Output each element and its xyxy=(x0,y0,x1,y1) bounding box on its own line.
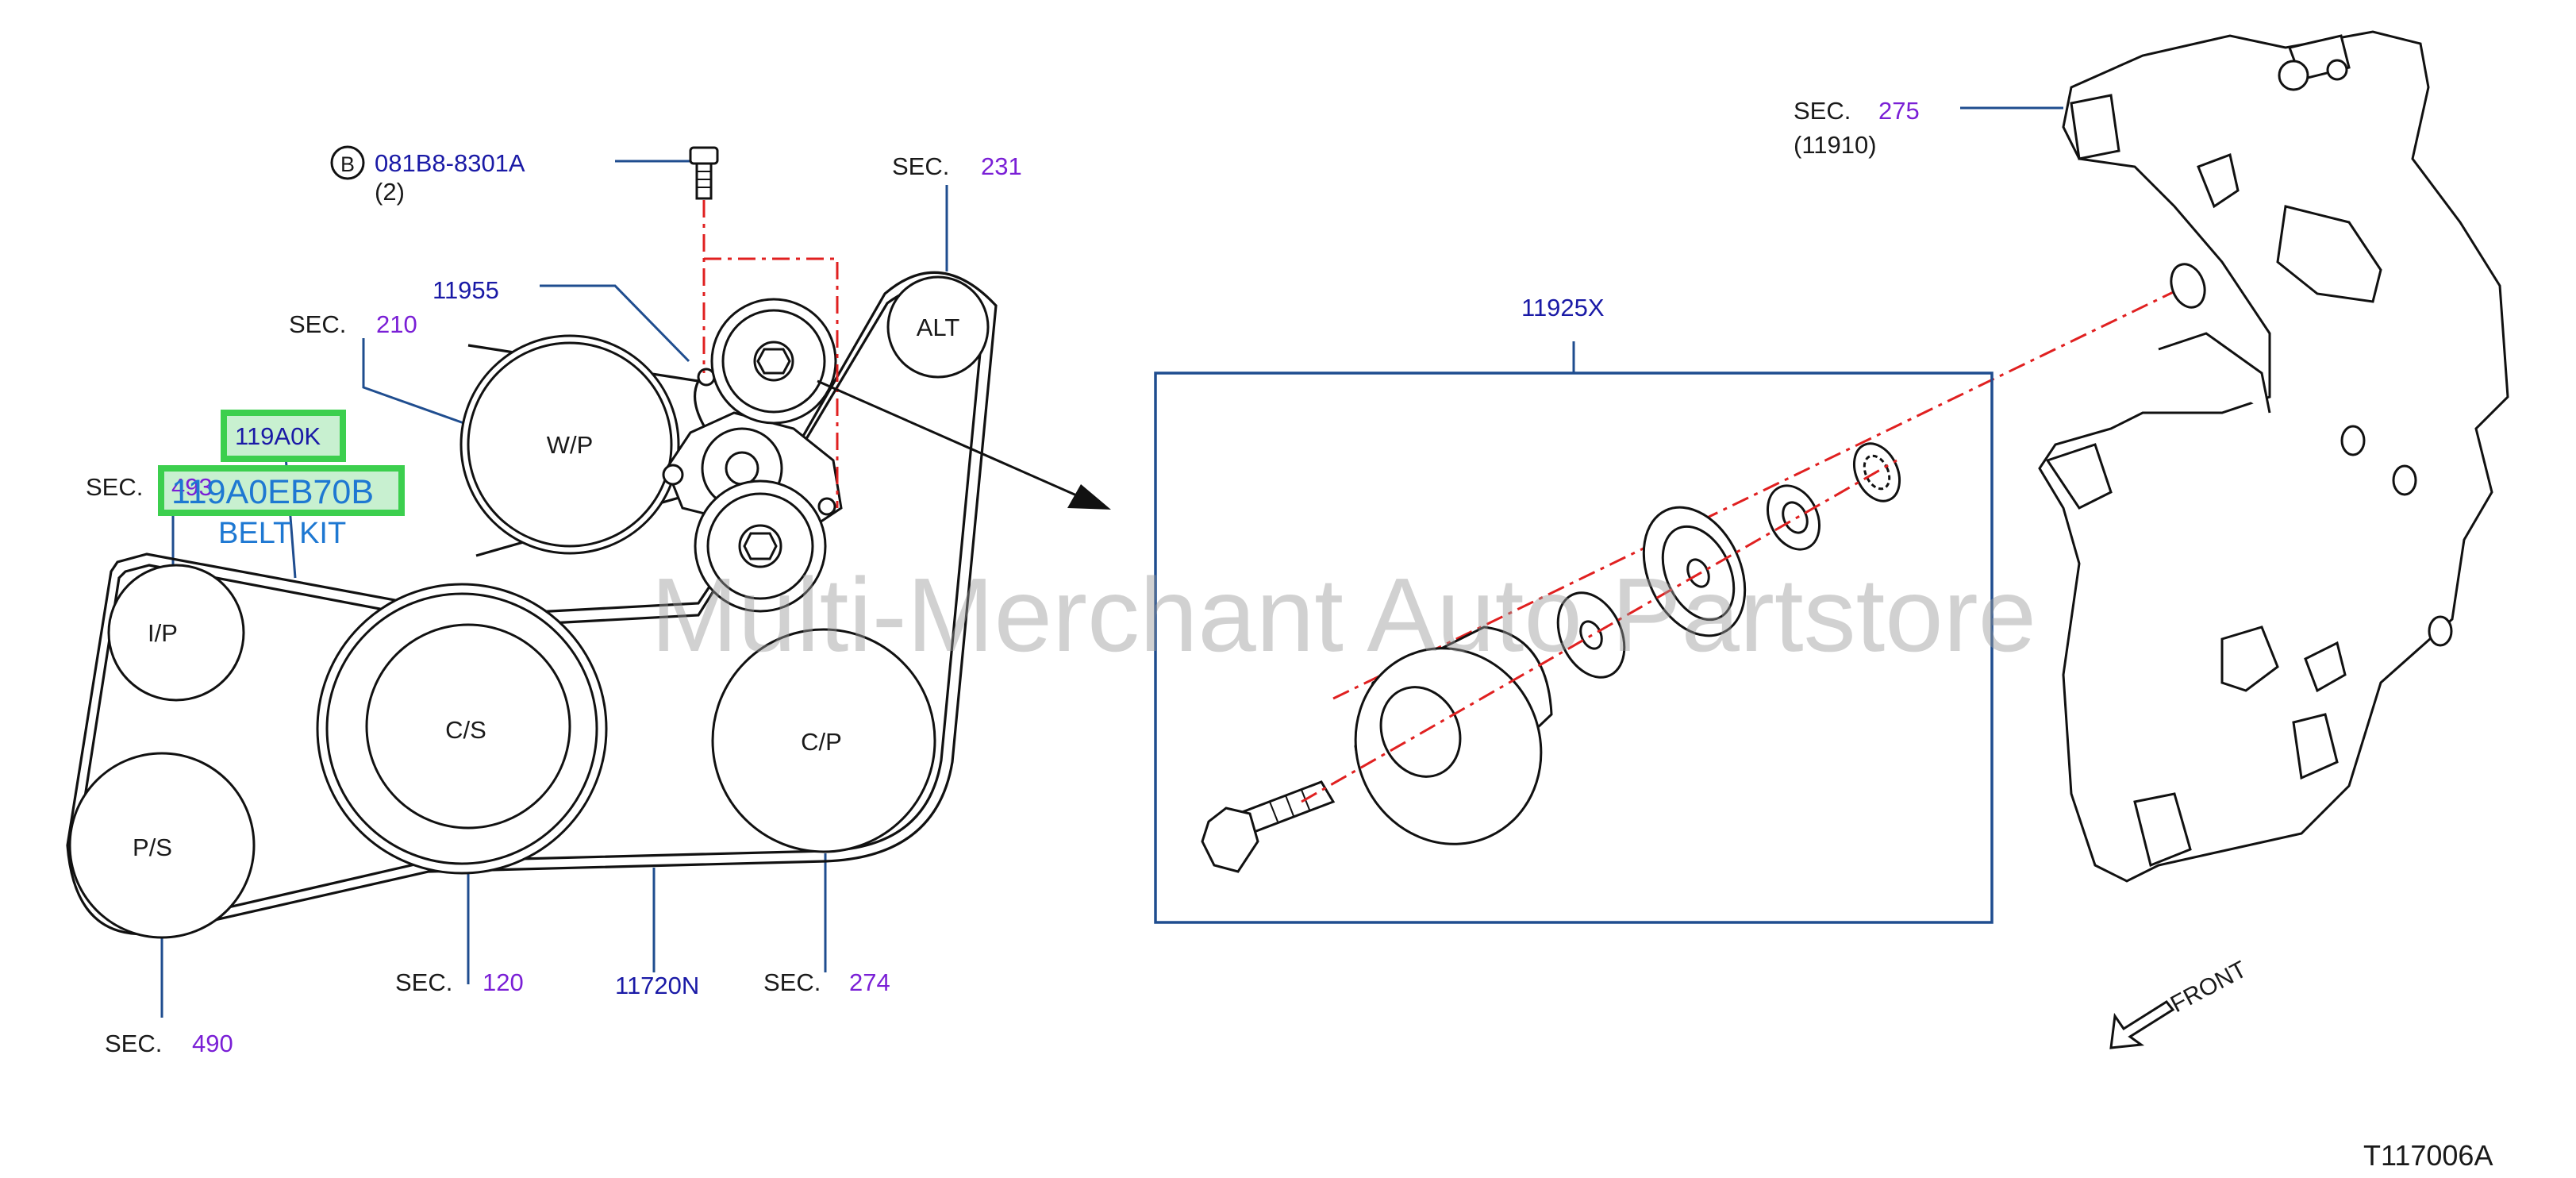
pulley-label-cp: C/P xyxy=(801,728,842,756)
labels: B 081B8-8301A (2) 11955 SEC. 231 SEC. 21… xyxy=(86,97,2493,1172)
section-link-120[interactable]: 120 xyxy=(483,968,524,996)
idler-pulley-large xyxy=(1354,626,1553,845)
pulley-label-ip: I/P xyxy=(148,619,178,647)
pulley-label-alt: ALT xyxy=(917,314,960,341)
tensioner-pulley-upper xyxy=(710,298,837,425)
section-link-275[interactable]: 275 xyxy=(1878,97,1920,125)
highlight-boxes xyxy=(158,410,405,516)
sec-label-cs: SEC. xyxy=(395,968,452,996)
pulley-compressor: C/P xyxy=(711,628,936,853)
part-link-119a0k[interactable]: 119A0K xyxy=(235,422,321,450)
fastener-badge-circle xyxy=(330,145,365,180)
pulley-idler: I/P xyxy=(107,564,245,702)
sec-label-bracket: SEC. xyxy=(1794,97,1851,125)
part-link-11955[interactable]: 11955 xyxy=(433,276,499,304)
fastener-bolt xyxy=(689,146,719,200)
spacer-pulley xyxy=(1642,506,1747,637)
part-link-11720n[interactable]: 11720N xyxy=(615,972,699,999)
part-link-119a0eb70b[interactable]: 119A0EB70B xyxy=(171,473,374,511)
pulley-label-cs: C/S xyxy=(445,716,486,744)
pulley-label-wp: W/P xyxy=(547,431,594,459)
guide-lines xyxy=(702,200,2187,700)
pulley-crankshaft: C/S xyxy=(316,583,608,875)
sec-label-ip: SEC. xyxy=(86,473,143,501)
pulley-label-ps: P/S xyxy=(133,833,172,861)
watermark: Multi-Merchant Auto Partstore xyxy=(651,556,2036,673)
detail-box-pulley-kit xyxy=(1154,371,1994,924)
sec-label-wp: SEC. xyxy=(289,310,346,338)
sec-label-alt: SEC. xyxy=(892,152,949,180)
fastener-quantity: (2) xyxy=(375,178,405,206)
washer-2 xyxy=(1767,484,1821,551)
engine-bracket xyxy=(2038,30,2509,883)
sec-label-cp: SEC. xyxy=(763,968,821,996)
diagram-id: T117006A xyxy=(2363,1139,2493,1172)
idler-bolt xyxy=(1201,780,1336,873)
tensioner-pulley-lower xyxy=(694,479,827,613)
section-link-274[interactable]: 274 xyxy=(849,968,890,996)
part-link-081b8-8301a[interactable]: 081B8-8301A xyxy=(375,149,525,177)
section-link-493[interactable]: 493 xyxy=(171,473,213,501)
sec-label-ps: SEC. xyxy=(105,1030,162,1057)
fastener-badge: B xyxy=(340,152,355,176)
section-link-210[interactable]: 210 xyxy=(376,310,417,338)
section-link-231[interactable]: 231 xyxy=(981,152,1022,180)
belt-kit-label: BELT KIT xyxy=(218,517,346,550)
front-arrow: FRONT xyxy=(2109,957,2251,1049)
section-link-490[interactable]: 490 xyxy=(192,1030,233,1057)
pulley-alternator: ALT xyxy=(886,275,990,379)
front-label: FRONT xyxy=(2167,957,2251,1018)
part-link-11925x[interactable]: 11925X xyxy=(1521,294,1605,321)
pulley-water-pump: W/P xyxy=(459,334,680,555)
pulley-power-steering: P/S xyxy=(68,752,256,939)
bracket-part-number: (11910) xyxy=(1794,131,1877,159)
detail-arrow xyxy=(817,379,1111,510)
